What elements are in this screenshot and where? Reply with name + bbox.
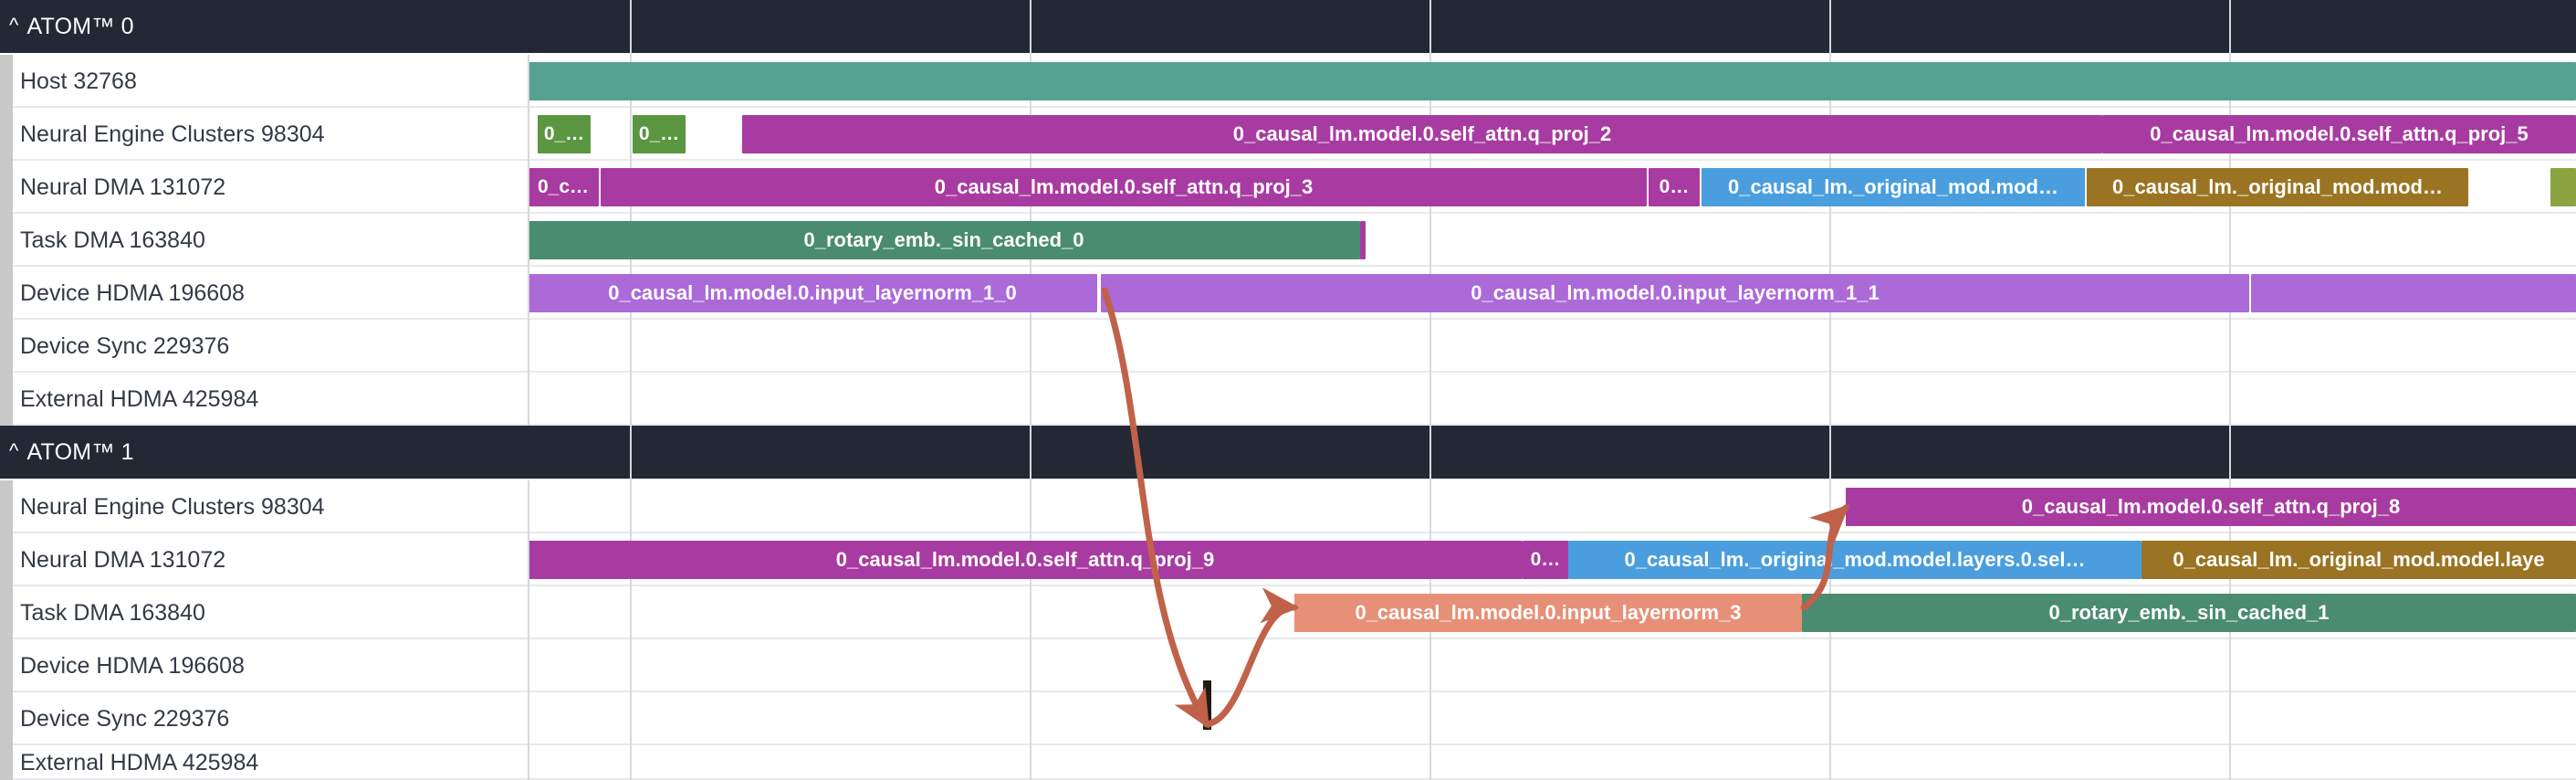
track-gutter-strip [0,480,13,533]
track-label-atom-1-task-dma[interactable]: Task DMA 163840 [20,599,205,626]
label-column-divider [528,533,529,586]
timeline-slice[interactable]: 0_causal_lm.model.0.input_layernorm_1_0 [528,274,1097,312]
slice-label: 0_causal_lm.model.0.input_layernorm_1_0 [608,281,1017,304]
label-column-divider [528,639,529,692]
track-row[interactable] [0,692,2576,745]
label-column-divider [528,161,529,214]
slice-label: 0_causal_lm.model.0.input_layernorm_1_1 [1471,281,1880,304]
timeline-slice[interactable]: 0_causal_lm.model.0.self_attn.q_proj_8 [1846,488,2576,526]
track-label-atom-0-device-hdma[interactable]: Device HDMA 196608 [20,279,245,306]
group-header-atom-0[interactable]: ^ ATOM™ 0 [0,0,2576,53]
label-column-divider [528,108,529,161]
track-gutter-strip [0,586,13,639]
track-label-atom-0-device-sync[interactable]: Device Sync 229376 [20,332,230,359]
track-gutter-strip [0,533,13,586]
timeline-slice[interactable]: 0_causal_lm._original_mod.mod… [2087,168,2468,206]
slice-label: 0… [1530,549,1561,570]
timeline-slice[interactable] [528,62,2576,100]
track-gutter-strip [0,745,13,780]
label-column-divider [528,55,529,108]
slice-label: 0_causal_lm._original_mod.model.laye [2173,548,2545,571]
timeline-slice[interactable]: 0_causal_lm._original_mod.model.layers.0… [1568,541,2141,579]
group-header-atom-1[interactable]: ^ ATOM™ 1 [0,426,2576,479]
slice-label: 0_causal_lm._original_mod.model.layers.0… [1624,548,2086,571]
track-gutter-strip [0,214,13,267]
track-row[interactable] [0,373,2576,426]
label-column-divider [528,373,529,426]
timeline-slice[interactable]: 0_… [633,115,686,153]
track-gutter-strip [0,161,13,214]
track-label-atom-0-external-hdma[interactable]: External HDMA 425984 [20,385,259,412]
track-gutter-strip [0,267,13,320]
track-label-atom-0-neural-engine-clusters[interactable]: Neural Engine Clusters 98304 [20,121,325,147]
timeline-slice[interactable] [2251,274,2576,312]
timeline-slice[interactable]: 0_rotary_emb._sin_cached_0 [528,221,1360,259]
slice-label: 0_causal_lm.model.0.self_attn.q_proj_3 [934,175,1314,198]
timeline-slice[interactable]: 0… [1649,168,1700,206]
label-column-divider [528,480,529,533]
track-gutter-strip [0,692,13,745]
slice-label: 0_causal_lm.model.0.self_attn.q_proj_5 [2150,122,2529,145]
group-title: ATOM™ 1 [26,438,134,465]
slice-label: 0_c… [537,176,590,197]
timeline-slice[interactable]: 0_… [538,115,591,153]
track-row[interactable] [0,320,2576,373]
track-label-atom-1-device-sync[interactable]: Device Sync 229376 [20,705,230,732]
timeline-slice[interactable]: 0… [1523,541,1568,579]
slice-label: 0_… [543,123,585,144]
timeline-slice[interactable]: 0_causal_lm._original_mod.model.laye [2141,541,2576,579]
label-column-divider [528,745,529,780]
track-gutter-strip [0,55,13,108]
timeline-slice[interactable]: 0_causal_lm.model.0.input_layernorm_3 [1294,594,1802,632]
slice-label: 0_rotary_emb._sin_cached_1 [2048,601,2330,624]
track-label-atom-0-task-dma[interactable]: Task DMA 163840 [20,227,205,253]
timeline-slice[interactable]: 0_causal_lm.model.0.self_attn.q_proj_3 [601,168,1647,206]
timeline-slice[interactable]: 0_rotary_emb._sin_cached_1 [1802,594,2576,632]
track-gutter-strip [0,320,13,373]
timeline-slice[interactable]: 0_c… [528,168,599,206]
track-label-atom-1-neural-engine-clusters[interactable]: Neural Engine Clusters 98304 [20,493,325,520]
label-column-divider [528,586,529,639]
track-label-atom-1-neural-dma[interactable]: Neural DMA 131072 [20,546,226,573]
track-label-atom-1-device-hdma[interactable]: Device HDMA 196608 [20,652,245,679]
slice-label: 0_causal_lm.model.0.self_attn.q_proj_8 [2021,495,2401,518]
timeline-slice[interactable]: 0_causal_lm.model.0.input_layernorm_1_1 [1101,274,2249,312]
track-label-atom-0-host[interactable]: Host 32768 [20,68,137,94]
sync-tick-marker [1203,680,1211,730]
slice-label: 0_causal_lm._original_mod.mod… [1728,175,2058,198]
slice-label: 0_causal_lm._original_mod.mod… [2112,175,2443,198]
slice-label: 0_causal_lm.model.0.self_attn.q_proj_9 [835,548,1215,571]
label-column-divider [528,267,529,320]
track-row[interactable] [0,639,2576,692]
chevron-up-icon[interactable]: ^ [9,439,19,462]
slice-label: 0… [1659,176,1690,197]
track-row[interactable] [0,745,2576,780]
slice-label: 0_causal_lm.model.0.input_layernorm_3 [1355,601,1742,624]
track-gutter-strip [0,108,13,161]
slice-label: 0_causal_lm.model.0.self_attn.q_proj_2 [1232,122,1612,145]
group-title: ATOM™ 0 [26,13,134,39]
label-column-divider [528,320,529,373]
timeline-slice[interactable]: 0_causal_lm.model.0.self_attn.q_proj_5 [2102,115,2576,153]
label-column-divider [528,692,529,745]
label-column-divider [528,214,529,267]
track-gutter-strip [0,373,13,426]
timeline-slice[interactable]: 0_causal_lm._original_mod.mod… [1702,168,2085,206]
slice-label: 0_… [638,123,680,144]
track-gutter-strip [0,639,13,692]
timeline-slice[interactable] [2550,168,2576,206]
timeline-slice[interactable]: 0_causal_lm.model.0.self_attn.q_proj_9 [528,541,1523,579]
chevron-up-icon[interactable]: ^ [9,14,19,37]
track-label-atom-0-neural-dma[interactable]: Neural DMA 131072 [20,174,226,200]
track-label-atom-1-external-hdma[interactable]: External HDMA 425984 [20,749,259,775]
slice-label: 0_rotary_emb._sin_cached_0 [803,228,1084,251]
timeline-slice[interactable]: 0_causal_lm.model.0.self_attn.q_proj_2 [742,115,2102,153]
timeline-slice[interactable] [1360,221,1366,259]
